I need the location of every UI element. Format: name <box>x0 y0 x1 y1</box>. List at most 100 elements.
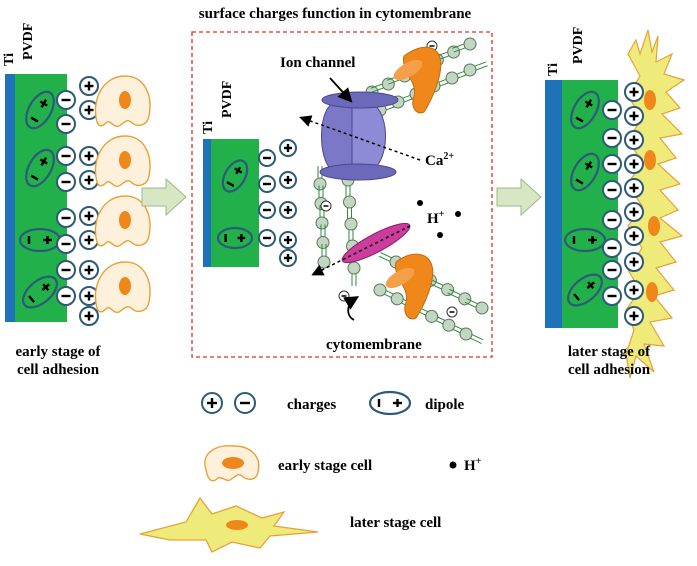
pvdf-label-right: PVDF <box>571 27 586 64</box>
positive-charge-icon <box>79 146 99 166</box>
proton-label: H+ <box>427 209 445 227</box>
negative-charge-icon <box>602 260 622 280</box>
cell-nucleus <box>644 150 656 170</box>
h-ion-dot <box>437 232 443 238</box>
arrow-right-1 <box>141 177 187 217</box>
negative-charge-icon <box>56 114 76 134</box>
negative-charge-icon <box>56 90 76 110</box>
lipid <box>463 61 488 77</box>
cell-nucleus <box>646 282 658 302</box>
legend-early-cell-label: early stage cell <box>278 458 372 474</box>
cell-nucleus <box>644 90 656 110</box>
ti-layer <box>5 74 15 322</box>
dipole-icon <box>563 227 607 253</box>
dipole-icon <box>25 90 55 130</box>
negative-charge-icon <box>258 175 276 193</box>
later-stage-label-line1: later stage of <box>568 344 651 360</box>
dashed-frame <box>191 31 493 358</box>
positive-charge-icon <box>279 171 297 189</box>
dipole-icon <box>216 226 254 250</box>
positive-charge-icon <box>624 154 644 174</box>
legend-h-label: H+ <box>464 456 482 474</box>
negative-charge-icon <box>258 149 276 167</box>
positive-charge-icon <box>624 202 644 222</box>
dipole-icon <box>221 159 249 193</box>
cytomembrane-pointer <box>343 296 360 321</box>
ion-channel-label: Ion channel <box>280 55 355 71</box>
negative-charge-icon <box>258 229 276 247</box>
positive-charge-icon <box>279 249 297 267</box>
negative-charge-icon <box>56 234 76 254</box>
pvdf-layer <box>15 74 67 322</box>
ti-label-right: Ti <box>546 63 561 76</box>
cytomembrane-label: cytomembrane <box>326 337 422 353</box>
positive-charge-icon <box>279 201 297 219</box>
dipole-icon <box>368 390 412 416</box>
positive-charge-icon <box>624 130 644 150</box>
positive-charge-icon <box>624 252 644 272</box>
pvdf-layer-small <box>211 139 259 267</box>
positive-charge-icon <box>279 231 297 249</box>
legend-h-dot <box>449 461 457 469</box>
negative-charge-icon <box>56 208 76 228</box>
dipole-icon <box>570 152 600 192</box>
arrow-right-2 <box>496 177 542 217</box>
lipid <box>343 195 356 220</box>
cell-nucleus <box>648 216 660 236</box>
negative-charge-icon <box>56 172 76 192</box>
lipid <box>447 288 472 306</box>
lipid <box>370 77 395 93</box>
positive-charge-icon <box>624 106 644 126</box>
negative-charge-icon <box>56 260 76 280</box>
positive-charge-icon <box>79 260 99 280</box>
negative-charge-icon <box>320 200 332 212</box>
ti-label-small: Ti <box>201 121 216 134</box>
negative-charge-icon <box>602 180 622 200</box>
dipole-icon <box>22 275 58 309</box>
lipid <box>459 327 484 344</box>
later-stage-label-line2: cell adhesion <box>568 362 651 378</box>
negative-charge-icon <box>602 100 622 120</box>
early-stage-label-line2: cell adhesion <box>17 362 100 378</box>
positive-charge-icon <box>79 170 99 190</box>
legend-later-cell-label: later stage cell <box>350 515 441 531</box>
later-stage-panel: Ti PVDF later stage of cell adhesion <box>545 27 686 379</box>
positive-charge-icon <box>79 306 99 326</box>
ti-layer-small <box>203 139 211 267</box>
diagram-title: surface charges function in cytomembrane <box>199 6 472 22</box>
lipid <box>344 217 358 242</box>
negative-charge-icon <box>602 238 622 258</box>
pvdf-label: PVDF <box>21 23 36 60</box>
negative-charge-icon <box>446 306 458 318</box>
early-stage-cell <box>94 75 151 128</box>
calcium-label: Ca2+ <box>425 151 454 169</box>
membrane-protein-bottom <box>385 253 434 320</box>
negative-charge-icon <box>602 128 622 148</box>
ti-layer-right <box>545 80 562 328</box>
cytomembrane-panel: Ti PVDF Ion channel <box>191 31 493 358</box>
positive-charge-icon <box>201 392 223 414</box>
early-stage-cell <box>94 135 151 188</box>
early-stage-panel: Ti PVDF early stage of cell adhesion <box>2 23 151 378</box>
positive-charge-icon <box>624 82 644 102</box>
positive-charge-icon <box>279 139 297 157</box>
negative-charge-icon <box>602 154 622 174</box>
negative-charge-icon <box>602 210 622 230</box>
positive-charge-icon <box>79 230 99 250</box>
lipid <box>452 37 477 53</box>
lipid <box>464 298 489 315</box>
legend-later-cell-icon <box>139 496 319 553</box>
early-stage-cell <box>94 195 151 248</box>
legend-dipole-label: dipole <box>425 397 465 413</box>
dipole-icon <box>567 273 603 307</box>
negative-charge-icon <box>56 146 76 166</box>
dipole-icon <box>570 90 600 130</box>
negative-charge-icon <box>56 286 76 306</box>
ion-channel-protein <box>319 91 399 181</box>
negative-charge-icon <box>338 290 350 302</box>
negative-charge-icon <box>258 201 276 219</box>
positive-charge-icon <box>624 226 644 246</box>
h-ion-dot <box>417 200 423 206</box>
lipid <box>347 261 361 286</box>
